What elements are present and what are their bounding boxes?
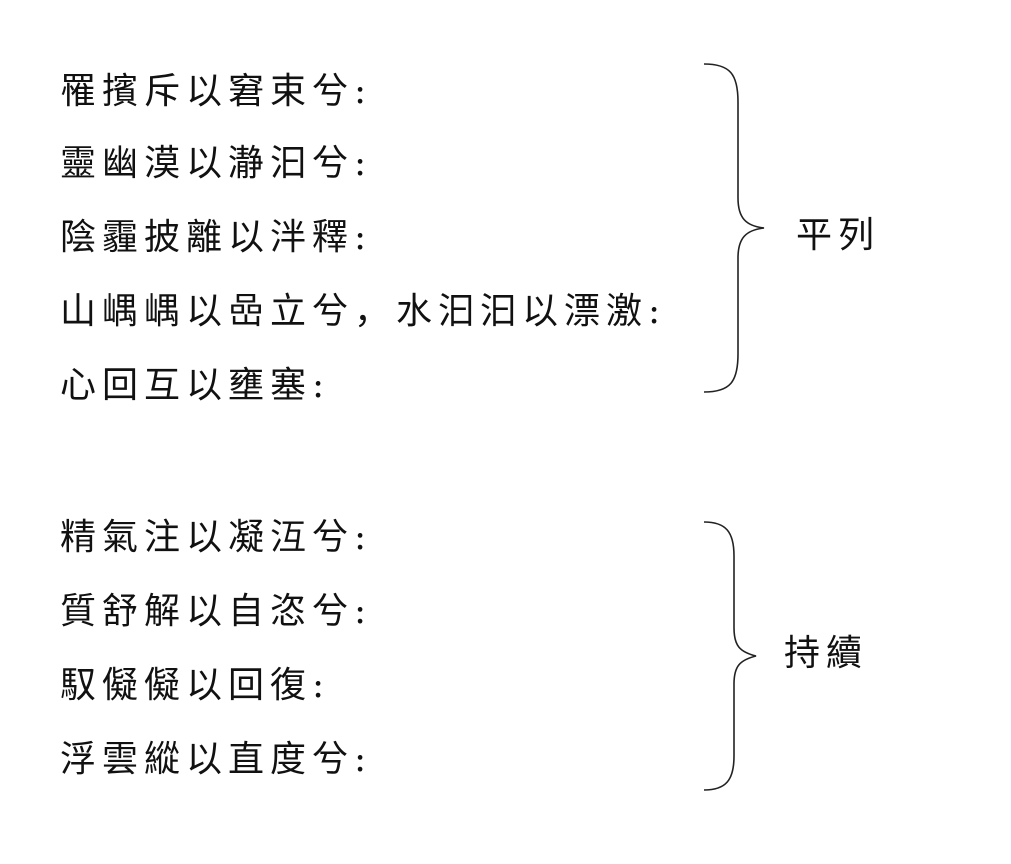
text-line: 精氣注以凝沍兮:: [60, 517, 373, 558]
right-brace-icon: [703, 521, 757, 791]
right-brace-icon: [703, 63, 765, 393]
text-line: 罹擯斥以窘束兮:: [60, 71, 373, 112]
text-line: 馭儗儗以回復:: [60, 665, 331, 706]
text-line: 質舒解以自恣兮:: [60, 591, 373, 632]
text-line: 陰霾披離以泮釋:: [60, 217, 373, 258]
text-line: 浮雲縱以直度兮:: [60, 739, 373, 780]
text-line: 山嵎嵎以嵒立兮，水汩汩以漂激:: [60, 291, 667, 332]
text-line: 靈幽漠以瀞汩兮:: [60, 143, 373, 184]
group-label-continuous: 持續: [784, 633, 869, 674]
text-line: 心回互以壅塞:: [60, 365, 331, 406]
group-label-parallel: 平列: [796, 215, 881, 256]
